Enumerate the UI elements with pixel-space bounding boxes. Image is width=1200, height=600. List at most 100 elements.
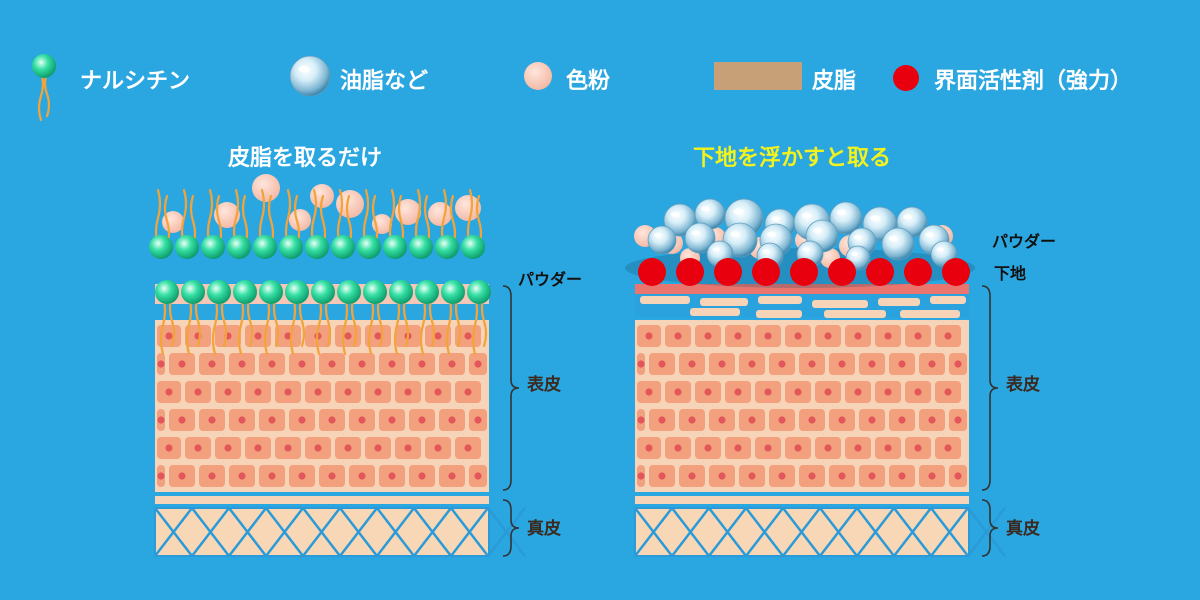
right-corneum-flake: [690, 308, 740, 316]
left-panel-title: 皮脂を取るだけ: [228, 146, 383, 171]
right-cell-nucleus: [928, 416, 936, 424]
right-cell-nucleus: [645, 332, 653, 340]
right-epidermis-brace: [981, 285, 999, 491]
right-cell-nucleus: [824, 444, 832, 452]
right-dermis-label: 真皮: [1006, 519, 1040, 539]
left-lower-tail: [315, 294, 323, 356]
left-lower-narcissine: [311, 280, 335, 304]
left-cell-nucleus: [165, 332, 173, 340]
left-lower-tail: [393, 294, 401, 356]
left-cell-nucleus: [254, 444, 262, 452]
left-cell-nucleus: [314, 388, 322, 396]
left-lower-narcissine: [155, 280, 179, 304]
right-oil-bubble-highlight: [888, 235, 898, 242]
right-corneum-flake: [700, 298, 748, 306]
right-cell-nucleus: [944, 388, 952, 396]
left-cell-nucleus: [374, 388, 382, 396]
right-cell-nucleus: [868, 472, 876, 480]
right-cell-nucleus: [748, 416, 756, 424]
right-cell-nucleus: [854, 444, 862, 452]
left-cell-nucleus: [358, 472, 366, 480]
left-lower-tail: [471, 294, 479, 356]
right-cell-nucleus: [704, 444, 712, 452]
left-cell-nucleus: [208, 472, 216, 480]
right-cell-nucleus: [637, 472, 645, 480]
right-cell-nucleus: [764, 388, 772, 396]
right-surfactant-particle: [866, 258, 894, 286]
left-cell-nucleus: [298, 416, 306, 424]
left-cell-nucleus: [224, 444, 232, 452]
right-cell-nucleus: [808, 472, 816, 480]
left-cell-nucleus: [474, 472, 482, 480]
left-epidermis-label: 表皮: [527, 375, 561, 395]
left-cell-nucleus: [194, 444, 202, 452]
right-cell-nucleus: [914, 332, 922, 340]
right-cell-nucleus: [734, 388, 742, 396]
right-cell-nucleus: [718, 360, 726, 368]
right-dermis-line: [819, 507, 858, 557]
left-cell-nucleus: [328, 360, 336, 368]
left-lower-narcissine: [181, 280, 205, 304]
right-cell-nucleus: [808, 360, 816, 368]
left-upper-narcissine: [175, 235, 199, 259]
left-upper-narcissine: [227, 235, 251, 259]
right-oil-bubble-highlight: [732, 208, 744, 215]
right-oil-bubble: [881, 227, 915, 261]
right-oil-bubble-highlight: [762, 249, 770, 254]
right-oil-bubble-highlight: [836, 209, 846, 216]
left-dermis-line: [191, 507, 230, 557]
right-cell-nucleus: [718, 472, 726, 480]
right-dermis-lattice: [634, 507, 1006, 557]
left-upper-narcissine: [383, 235, 407, 259]
left-lower-tail: [341, 294, 349, 356]
left-cell-nucleus: [374, 332, 382, 340]
right-oil-bubble: [829, 201, 863, 235]
left-cell-nucleus: [268, 472, 276, 480]
left-dermis-line: [265, 507, 304, 557]
left-lower-narcissine: [337, 280, 361, 304]
left-cell-nucleus: [388, 472, 396, 480]
right-oil-bubble-highlight: [870, 215, 880, 221]
left-lower-narcissine: [285, 280, 309, 304]
left-dermis-label: 真皮: [527, 519, 561, 539]
left-cell-nucleus: [314, 444, 322, 452]
left-cell-nucleus: [328, 472, 336, 480]
right-dermis-brace: [981, 499, 999, 557]
right-cell-nucleus: [794, 444, 802, 452]
right-cell-nucleus: [764, 444, 772, 452]
left-cell-nucleus: [418, 360, 426, 368]
left-cell-nucleus: [434, 444, 442, 452]
left-lower-tail: [159, 294, 167, 356]
right-surfactant-particle: [638, 258, 666, 286]
right-cell-nucleus: [914, 444, 922, 452]
left-cell-nucleus: [284, 444, 292, 452]
left-cell-nucleus: [224, 388, 232, 396]
right-cell-nucleus: [764, 332, 772, 340]
right-corneum-flake: [812, 300, 868, 308]
left-lower-narcissine: [363, 280, 387, 304]
left-cell-nucleus: [208, 360, 216, 368]
left-lower-tail: [367, 294, 375, 356]
right-cell-nucleus: [808, 416, 816, 424]
right-cell-nucleus: [704, 332, 712, 340]
left-epidermis-brace: [502, 285, 520, 491]
right-corneum-flake: [758, 296, 802, 304]
left-lower-tail: [237, 294, 245, 356]
right-corneum-flake: [640, 296, 690, 304]
left-dermis-brace: [502, 499, 520, 557]
left-cell-nucleus: [157, 360, 165, 368]
right-surfactant-particle: [714, 258, 742, 286]
right-cell-nucleus: [674, 332, 682, 340]
right-oil-bubble-highlight: [925, 232, 934, 238]
right-dermis-line: [967, 507, 1006, 557]
right-cell-nucleus: [838, 360, 846, 368]
legend-icons: [32, 54, 919, 122]
right-cell-nucleus: [778, 472, 786, 480]
left-cell-nucleus: [268, 416, 276, 424]
legend-label-sebum: 皮脂: [812, 69, 857, 94]
left-pigment-particle: [252, 174, 280, 202]
left-basement-band: [155, 496, 489, 504]
left-dermis-line: [413, 507, 452, 557]
left-cell-nucleus: [165, 444, 173, 452]
right-oil-bubble-highlight: [903, 214, 912, 220]
